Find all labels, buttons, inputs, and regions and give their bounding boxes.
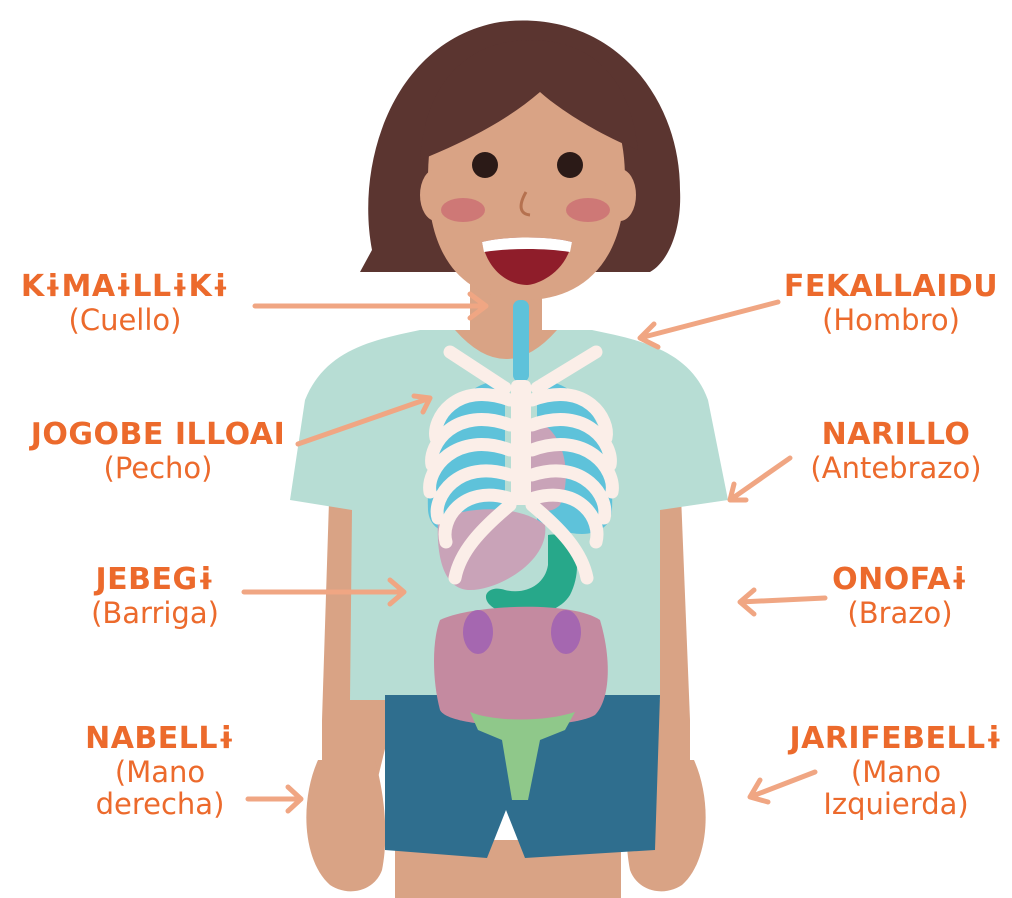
label-forearm-title: NARILLO (786, 418, 1006, 452)
label-right-hand-title: NABELLɨ (70, 722, 250, 756)
right-cheek (441, 198, 485, 222)
arrow-right-hand (248, 787, 301, 811)
label-belly-sub: (Barriga) (60, 597, 250, 629)
left-kidney (463, 610, 493, 654)
label-left-hand: JARIFEBELLɨ (Mano Izquierda) (780, 722, 1012, 821)
right-hand (306, 760, 385, 891)
right-eye (472, 152, 498, 178)
label-left-hand-title: JARIFEBELLɨ (780, 722, 1012, 756)
label-arm-title: ONOFAɨ (810, 563, 990, 597)
label-arm: ONOFAɨ (Brazo) (810, 563, 990, 629)
label-shoulder-title: FEKALLAIDU (770, 270, 1012, 304)
label-forearm-sub: (Antebrazo) (786, 452, 1006, 484)
label-arm-sub: (Brazo) (810, 597, 990, 629)
label-chest: JOGOBE ILLOAI (Pecho) (8, 418, 308, 484)
label-right-hand-sub: (Mano derecha) (70, 756, 250, 821)
label-chest-sub: (Pecho) (8, 452, 308, 484)
label-shoulder: FEKALLAIDU (Hombro) (770, 270, 1012, 336)
label-right-hand: NABELLɨ (Mano derecha) (70, 722, 250, 821)
label-forearm: NARILLO (Antebrazo) (786, 418, 1006, 484)
label-neck: KɨMAɨLLɨKɨ (Cuello) (0, 270, 250, 336)
label-belly-title: JEBEGɨ (60, 563, 250, 597)
label-left-hand-sub: (Mano Izquierda) (780, 756, 1012, 821)
trachea (513, 300, 529, 382)
right-kidney (551, 610, 581, 654)
left-eye (557, 152, 583, 178)
arrow-neck (255, 294, 486, 318)
label-neck-sub: (Cuello) (0, 304, 250, 336)
arrow-forearm (730, 458, 790, 500)
label-neck-title: KɨMAɨLLɨKɨ (0, 270, 250, 304)
arrow-shoulder (640, 302, 778, 347)
label-shoulder-sub: (Hombro) (770, 304, 1012, 336)
large-intestine (434, 607, 608, 726)
sternum (511, 380, 531, 505)
left-cheek (566, 198, 610, 222)
label-chest-title: JOGOBE ILLOAI (8, 418, 308, 452)
label-belly: JEBEGɨ (Barriga) (60, 563, 250, 629)
